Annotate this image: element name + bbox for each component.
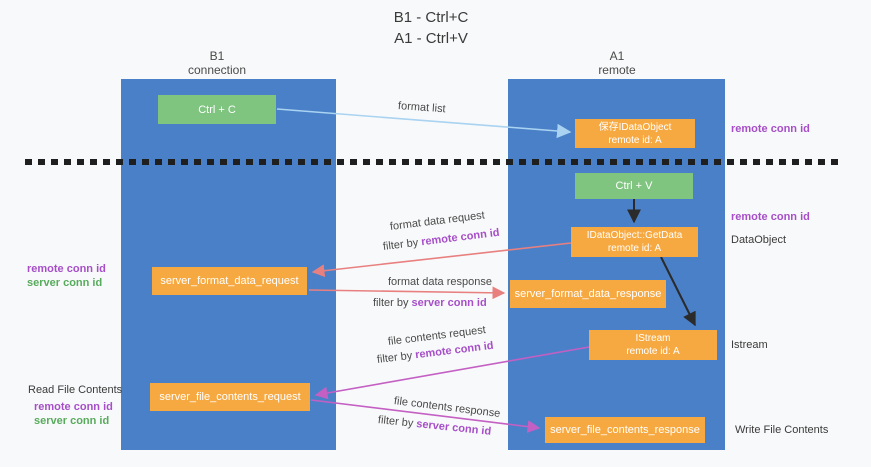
title-line-1: B1 - Ctrl+C [393,9,469,26]
node-file-request-label: server_file_contents_request [159,391,301,403]
label-write-file-contents: Write File Contents [735,424,829,436]
lane-header-b1: B1 connection [157,49,277,77]
node-istream-line1: IStream [635,333,671,344]
node-ctrl-v: Ctrl + V [575,173,693,199]
node-ctrl-c: Ctrl + C [158,95,276,124]
node-server-format-data-response: server_format_data_response [510,280,666,308]
node-ctrl-v-label: Ctrl + V [615,180,653,192]
node-format-response-label: server_format_data_response [514,288,662,300]
session-divider-dashed-line [25,159,838,165]
label-dataobject: DataObject [731,234,787,246]
label-format-data-response: format data response [388,276,492,288]
node-getdata-line2: remote id: A [607,243,662,254]
lane-b1-subtitle: connection [187,63,247,77]
lane-a1-subtitle: remote [598,63,636,77]
lane-header-a1: A1 remote [557,49,677,77]
node-ctrl-c-label: Ctrl + C [198,103,236,116]
node-server-file-contents-response: server_file_contents_response [545,417,705,443]
label-remote-conn-id-left-bottom: remote conn id [34,401,113,413]
node-save-idataobject-line2: remote id: A [608,134,662,146]
label-istream: Istream [731,339,768,351]
label-filter-by-server-conn-id-file: filter by server conn id [377,414,492,438]
node-save-idataobject-line1: 保存IDataObject [598,121,672,133]
label-remote-conn-id-left-mid: remote conn id [27,263,106,275]
node-getdata-line1: IDataObject::GetData [586,230,683,241]
label-format-list: format list [397,100,446,116]
label-remote-conn-id-mid: remote conn id [731,211,810,223]
node-istream-line2: remote id: A [626,346,680,357]
label-read-file-contents: Read File Contents [28,384,123,396]
label-server-conn-id-left-mid: server conn id [27,277,103,289]
node-file-response-label: server_file_contents_response [550,424,700,436]
lane-a1-name: A1 [609,49,625,63]
lane-b1-name: B1 [209,49,225,63]
node-idataobject-getdata: IDataObject::GetData remote id: A [571,227,698,257]
node-istream: IStream remote id: A [589,330,717,360]
node-server-format-data-request: server_format_data_request [152,267,307,295]
label-remote-conn-id-top: remote conn id [731,123,810,135]
diagram-title: B1 - Ctrl+C A1 - Ctrl+V [331,7,531,49]
label-server-conn-id-left-bottom: server conn id [34,415,110,427]
node-format-request-label: server_format_data_request [160,275,299,287]
label-file-contents-response: file contents response [393,395,501,420]
label-filter-by-server-conn-id-format: filter by server conn id [373,297,487,309]
node-server-file-contents-request: server_file_contents_request [150,383,310,411]
arrow-format-data-response [308,286,506,300]
title-line-2: A1 - Ctrl+V [394,30,468,47]
node-save-idataobject: 保存IDataObject remote id: A [575,119,695,148]
